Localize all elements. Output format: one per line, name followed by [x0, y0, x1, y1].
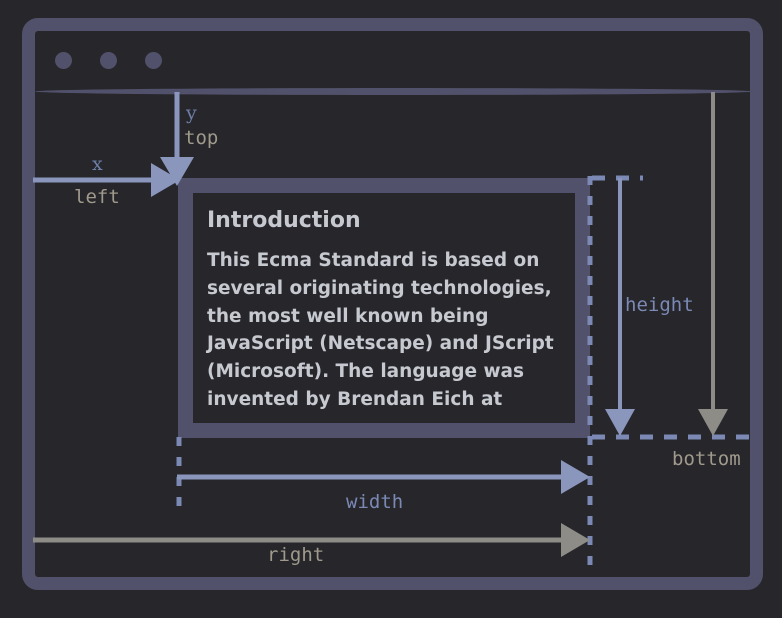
measure-label-height: height — [625, 294, 694, 316]
measure-label-left: left — [74, 186, 120, 208]
measure-label-top: top — [184, 127, 219, 149]
window-dot-icon[interactable] — [145, 52, 162, 69]
content-box-inner: Introduction This Ecma Standard is based… — [193, 193, 575, 423]
content-paragraph: This Ecma Standard is based on several o… — [207, 250, 554, 410]
window-dot-icon[interactable] — [100, 52, 117, 69]
measure-label-right: right — [267, 544, 325, 566]
measure-label-width: width — [346, 491, 404, 513]
measure-label-x: x — [92, 153, 103, 175]
content-heading: Introduction — [207, 208, 361, 233]
measured-content-box: Introduction This Ecma Standard is based… — [178, 178, 590, 438]
titlebar-separator — [35, 88, 753, 95]
window-dot-icon[interactable] — [55, 52, 72, 69]
measure-label-y: y — [186, 102, 197, 124]
measure-label-bottom: bottom — [672, 448, 741, 470]
